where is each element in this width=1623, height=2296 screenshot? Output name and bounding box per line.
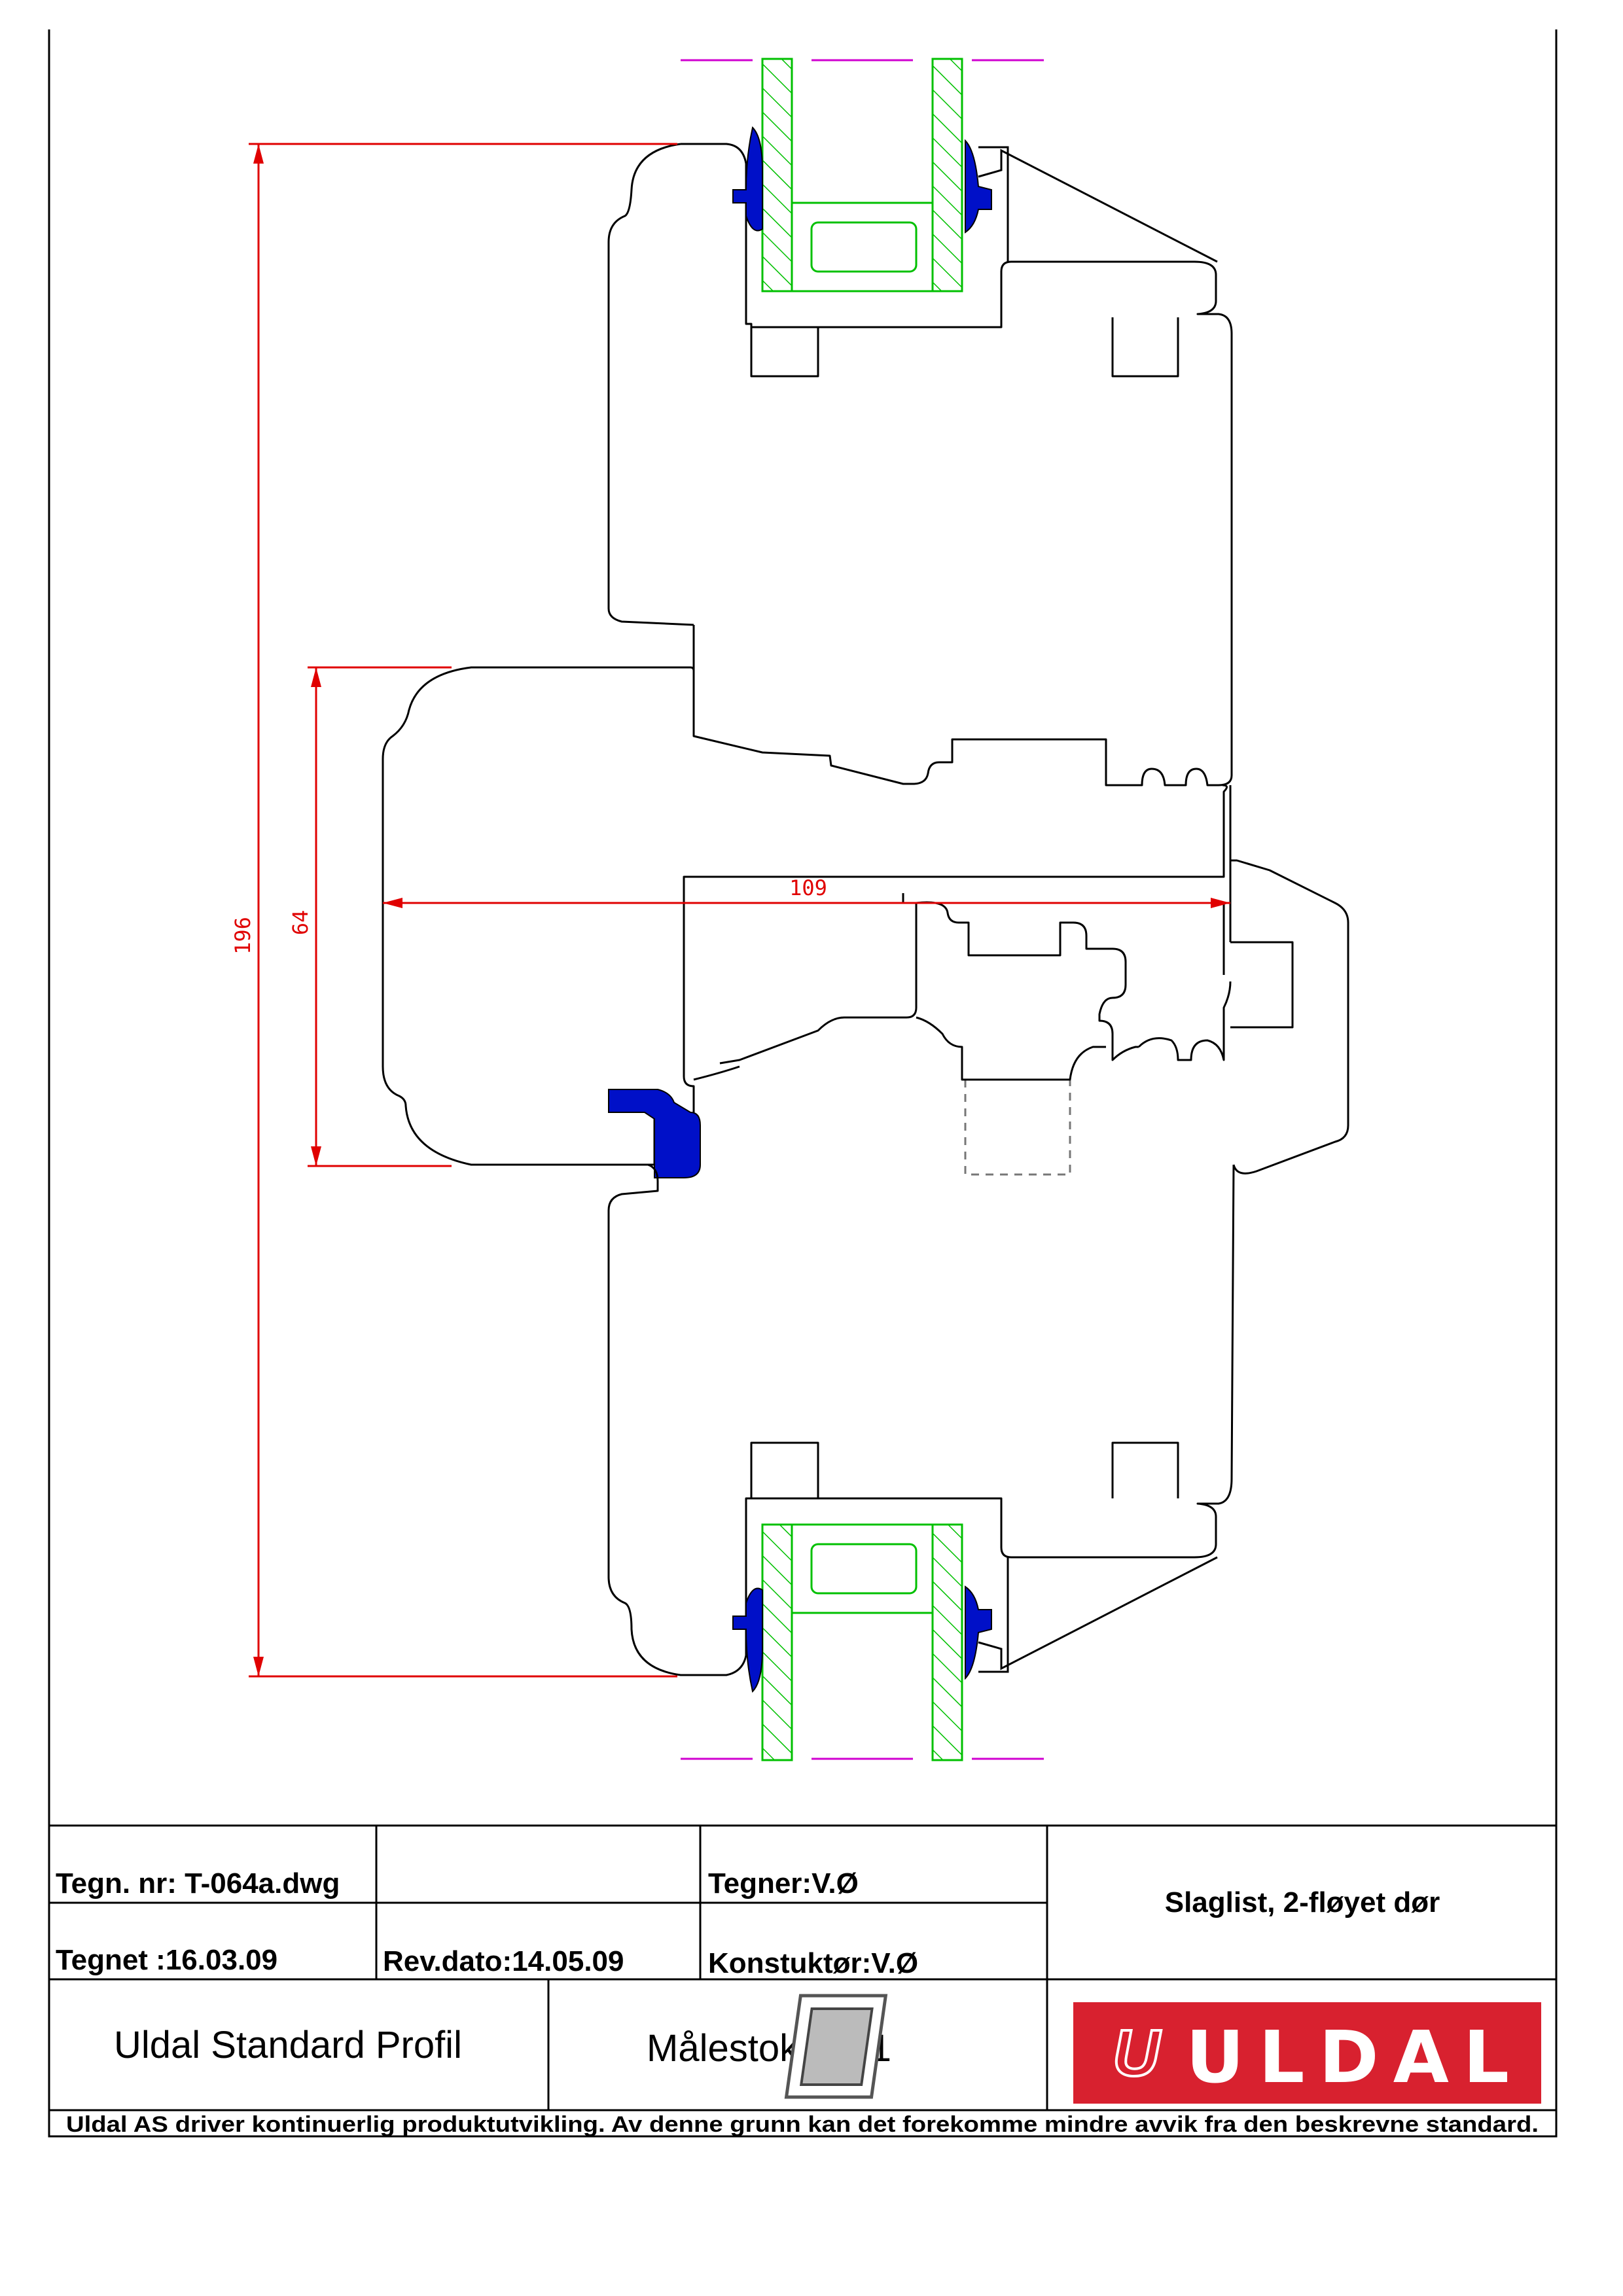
profile-name: Uldal Standard Profil [114, 2024, 462, 2066]
dimension-lines [249, 143, 1230, 1678]
bottom-gaskets [732, 1585, 992, 1693]
top-gaskets [732, 126, 992, 234]
logo-wordmark: ULDAL [1186, 2015, 1524, 2099]
center-profile [382, 666, 1232, 1166]
disclaimer: Uldal AS driver kontinuerlig produktutvi… [66, 2112, 1539, 2137]
title-block-frame [48, 1824, 1558, 2138]
dimension-sash-height: 64 [288, 910, 313, 936]
center-gasket [608, 1089, 701, 1178]
drawing-title: Slaglist, 2-fløyet dør [1165, 1886, 1440, 1918]
revision-date: Rev.dato:14.05.09 [383, 1945, 624, 1977]
dimension-overall-height: 196 [230, 917, 255, 955]
drafter: Tegner:V.Ø [708, 1867, 859, 1899]
top-glass-panel [761, 58, 963, 292]
drawing-number: Tegn. nr: T-064a.dwg [56, 1867, 340, 1899]
hidden-detail [964, 1080, 1071, 1176]
top-sash-profile [607, 143, 1233, 786]
logo-mark-letter: U [1113, 2017, 1162, 2090]
page-border [48, 29, 1558, 1826]
dimension-width: 109 [789, 875, 827, 900]
meeting-rail [1230, 859, 1349, 1174]
bottom-glazing-bead [978, 1556, 1218, 1670]
top-glazing-bead [978, 149, 1218, 263]
center-rebate [648, 903, 1106, 1166]
dimension-arrows [253, 144, 1230, 1676]
drawn-date: Tegnet :16.03.09 [56, 1944, 277, 1976]
bottom-glass-panel [761, 1523, 963, 1761]
designer: Konstuktør:V.Ø [708, 1947, 918, 1979]
uldal-logo: U ULDAL [784, 1994, 1541, 2104]
bottom-sash-profile [607, 1163, 1235, 1676]
